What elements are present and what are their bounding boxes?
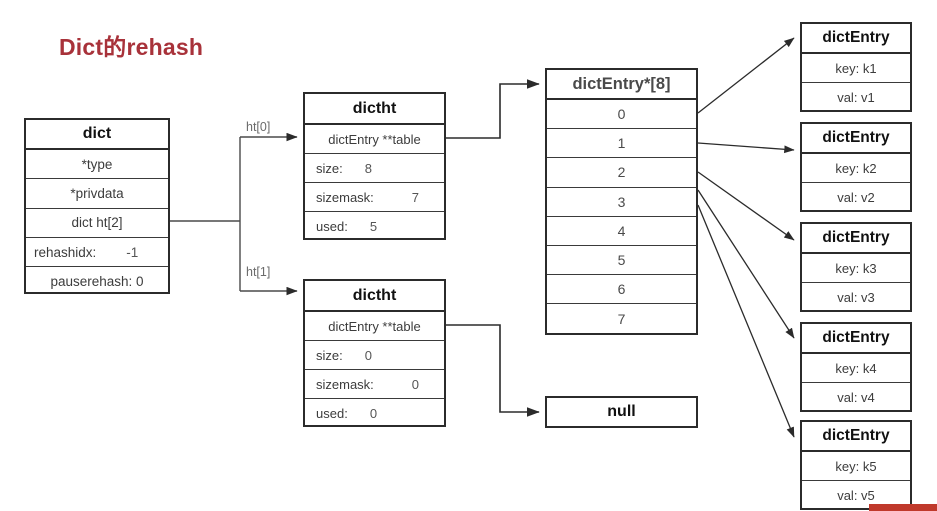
dictht1-struct-box: dictht dictEntry **table size: 0 sizemas… — [303, 279, 446, 427]
dictht0-table-field: dictEntry **table — [305, 125, 444, 154]
bucket-slot-2: 2 — [547, 158, 696, 188]
dict-field-rehashidx: rehashidx: -1 — [26, 238, 168, 268]
dictentry-4-header: dictEntry — [802, 324, 910, 354]
bucket-slot-3: 3 — [547, 188, 696, 217]
dict-field-type: *type — [26, 150, 168, 180]
dictentry-5-key: key: k5 — [802, 452, 910, 481]
bucket-slot-7: 7 — [617, 310, 626, 327]
dictentry-3-header: dictEntry — [802, 224, 910, 254]
dictht1-used-value: 0 — [369, 406, 378, 421]
dictentry-box-2: dictEntry key: k2 val: v2 — [800, 122, 912, 212]
wire-ht1-to-null — [446, 324, 540, 417]
bucket-slot-1: 1 — [547, 129, 696, 159]
dictht0-sizemask-key: sizemask: — [316, 189, 374, 205]
dictentry-3-val: val: v3 — [837, 290, 875, 305]
dict-field-privdata: *privdata — [26, 179, 168, 209]
wire-ht0-to-bucket — [446, 79, 540, 139]
dictht1-field-size: size: 0 — [305, 341, 444, 370]
dictht1-size-key: size: — [316, 347, 343, 363]
dictht0-field-used: used: 5 — [305, 212, 444, 241]
bottom-accent-bar — [869, 504, 937, 511]
dict-field-pauserehash: pauserehash: 0 — [50, 274, 144, 290]
dictentry-5-header: dictEntry — [802, 422, 910, 452]
dictht1-sizemask-value: 0 — [411, 376, 420, 392]
dictht1-field-sizemask: sizemask: 0 — [305, 370, 444, 399]
dictht0-size-value: 8 — [364, 160, 372, 176]
wire-bucket-to-entries — [697, 37, 795, 438]
edge-label-ht0: ht[0] — [246, 120, 271, 134]
dictentry-box-1: dictEntry key: k1 val: v1 — [800, 22, 912, 112]
dictentry-3-key: key: k3 — [802, 254, 910, 283]
dictentry-box-5: dictEntry key: k5 val: v5 — [800, 420, 912, 510]
null-label: null — [607, 403, 636, 420]
edge-label-ht1: ht[1] — [246, 265, 271, 279]
dictht1-sizemask-key: sizemask: — [316, 376, 374, 392]
dictentry-box-4: dictEntry key: k4 val: v4 — [800, 322, 912, 412]
dictht0-field-sizemask: sizemask: 7 — [305, 183, 444, 212]
dictht0-header: dictht — [305, 94, 444, 125]
dictentry-1-header: dictEntry — [802, 24, 910, 54]
dict-header: dict — [26, 120, 168, 150]
dict-field-ht: dict ht[2] — [26, 209, 168, 238]
bucket-slot-5: 5 — [547, 246, 696, 276]
dictht1-header: dictht — [305, 281, 444, 312]
bucket-array-box: dictEntry*[8] 0 1 2 3 4 5 6 7 — [545, 68, 698, 335]
wire-dict-to-ht — [170, 132, 298, 296]
dictentry-4-val: val: v4 — [837, 390, 875, 405]
dictht0-field-size: size: 8 — [305, 154, 444, 183]
dictht1-used-key: used: — [316, 406, 348, 421]
bucket-array-header: dictEntry*[8] — [547, 70, 696, 100]
dictht0-sizemask-value: 7 — [411, 189, 420, 205]
dict-rehashidx-key: rehashidx: — [34, 244, 97, 260]
dictentry-1-val: val: v1 — [837, 90, 875, 105]
dictentry-4-key: key: k4 — [802, 354, 910, 383]
dictht0-used-key: used: — [316, 219, 348, 234]
bucket-slot-6: 6 — [547, 275, 696, 305]
dictht1-field-used: used: 0 — [305, 399, 444, 428]
dictht0-size-key: size: — [316, 160, 343, 176]
dictentry-2-val: val: v2 — [837, 190, 875, 205]
dictht1-size-value: 0 — [364, 347, 372, 363]
dictentry-box-3: dictEntry key: k3 val: v3 — [800, 222, 912, 312]
dictht0-struct-box: dictht dictEntry **table size: 8 sizemas… — [303, 92, 446, 240]
dictentry-2-key: key: k2 — [802, 154, 910, 183]
dict-struct-box: dict *type *privdata dict ht[2] rehashid… — [24, 118, 170, 294]
bucket-slot-0: 0 — [547, 100, 696, 130]
dictentry-5-val: val: v5 — [837, 488, 875, 503]
dict-rehashidx-value: -1 — [126, 244, 139, 260]
dictentry-2-header: dictEntry — [802, 124, 910, 154]
dictht1-table-field: dictEntry **table — [305, 312, 444, 341]
null-box: null — [545, 396, 698, 428]
dictht0-used-value: 5 — [369, 219, 378, 234]
dictentry-1-key: key: k1 — [802, 54, 910, 83]
bucket-slot-4: 4 — [547, 217, 696, 246]
page-title: Dict的rehash — [59, 34, 204, 60]
